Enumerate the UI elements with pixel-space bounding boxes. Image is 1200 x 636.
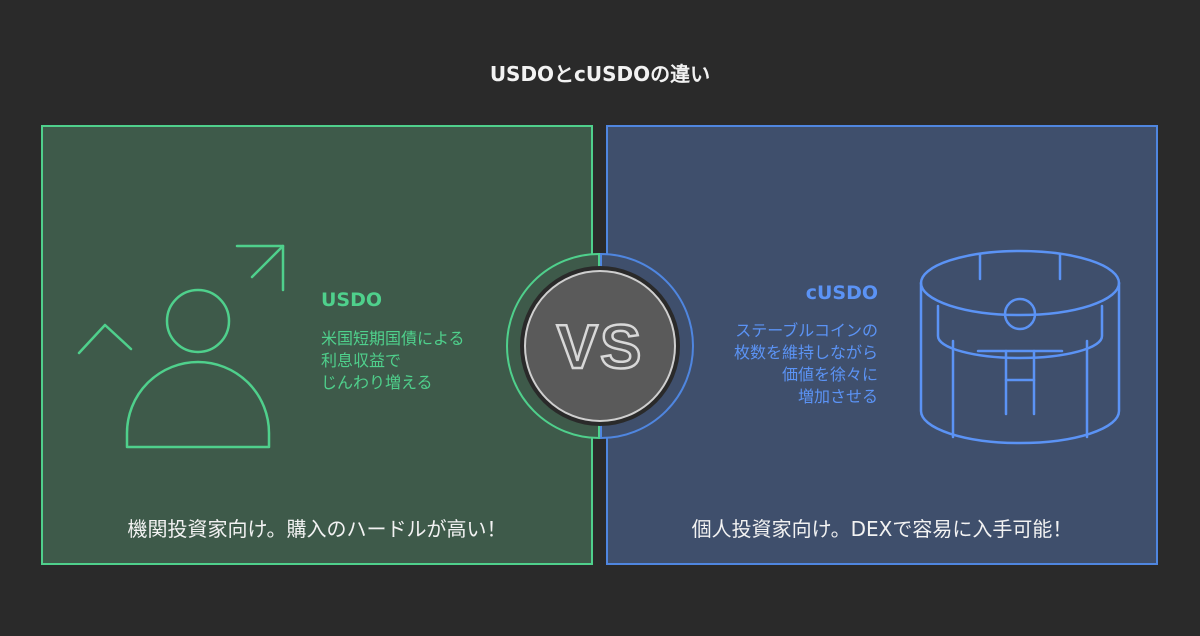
- description-line: 米国短期国債による: [321, 329, 465, 348]
- person-in-cylinder-icon: [919, 249, 1121, 445]
- head-shape: [165, 288, 231, 354]
- description-line: ステーブルコインの: [735, 321, 878, 340]
- description-line: 利息収益で: [321, 351, 402, 370]
- chevron-up-icon: [77, 323, 133, 355]
- arrow-head: [235, 244, 285, 292]
- cusdo-description: ステーブルコインの 枚数を維持しながら 価値を徐々に 増加させる: [734, 320, 878, 408]
- usdo-panel: USDO 米国短期国債による 利息収益で じんわり増える 機関投資家向け。購入の…: [41, 125, 593, 565]
- body-shape: [125, 360, 271, 449]
- inner-band: [936, 304, 1104, 360]
- description-line: じんわり増える: [321, 373, 433, 392]
- cylinder-body: [919, 281, 1121, 445]
- arrow-shaft: [250, 244, 285, 279]
- head-shape: [1003, 297, 1037, 331]
- person-arrow-icon: [77, 244, 285, 449]
- cylinder-top: [919, 249, 1121, 317]
- cusdo-heading: cUSDO: [805, 282, 878, 304]
- description-line: 価値を徐々に: [781, 365, 878, 384]
- usdo-description: 米国短期国債による 利息収益で じんわり増える: [321, 328, 465, 394]
- cusdo-panel: cUSDO ステーブルコインの 枚数を維持しながら 価値を徐々に 増加させる 個…: [606, 125, 1158, 565]
- usdo-caption: 機関投資家向け。購入のハードルが高い！: [127, 517, 507, 541]
- description-line: 枚数を維持しながら: [733, 343, 878, 362]
- description-line: 増加させる: [797, 387, 878, 406]
- cusdo-caption: 個人投資家向け。DEXで容易に入手可能！: [691, 517, 1073, 541]
- usdo-heading: USDO: [321, 289, 383, 311]
- page-title: USDOとcUSDOの違い: [489, 62, 711, 86]
